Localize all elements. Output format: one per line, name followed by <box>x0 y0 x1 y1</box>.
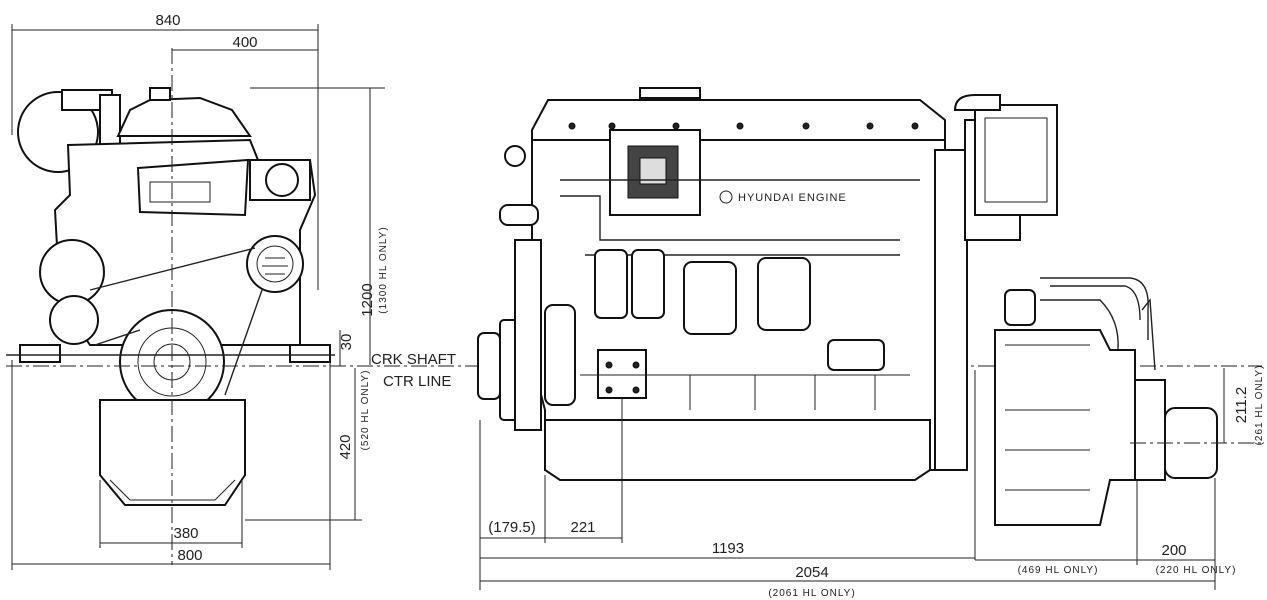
dim-211-hl-label: (261 HL ONLY) <box>1254 365 1265 446</box>
dim-30-label: 30 <box>338 334 355 351</box>
dim-2054-label: 2054 <box>795 564 828 581</box>
front-view: 840 400 <box>6 12 389 570</box>
dim-1200-label: 1200 <box>359 283 376 316</box>
dim-2054-hl-label: (2061 HL ONLY) <box>768 588 855 599</box>
dim-420: 420 (520 HL ONLY) <box>245 368 371 521</box>
dim-400-label: 400 <box>232 34 257 51</box>
dim-211: 211.2 (261 HL ONLY) <box>1223 365 1265 446</box>
dim-221: 221 <box>545 519 622 539</box>
dim-30: 30 <box>338 330 355 366</box>
dim-380-label: 380 <box>173 525 198 542</box>
dim-200-label: 200 <box>1161 542 1186 559</box>
dim-221-label: 221 <box>570 519 595 536</box>
dim-1200-hl-label: (1300 HL ONLY) <box>378 226 389 313</box>
dim-840-label: 840 <box>155 12 180 29</box>
side-view: HYUNDAI ENGINE <box>477 87 1265 599</box>
dim-1200: 1200 (1300 HL ONLY) <box>250 87 389 365</box>
dim-1193-label: 1193 <box>712 540 744 557</box>
dim-800: 800 <box>11 360 331 570</box>
side-engine-body: HYUNDAI ENGINE <box>477 87 1218 526</box>
brand-label: HYUNDAI ENGINE <box>738 192 847 204</box>
crank-label-line2: CTR LINE <box>383 373 451 390</box>
dim-179: (179.5) <box>480 519 545 539</box>
side-extension-lines <box>479 370 1216 590</box>
front-engine-body <box>6 87 335 506</box>
dim-380: 380 <box>99 480 243 548</box>
dim-200: 200 (220 HL ONLY) <box>1137 542 1237 576</box>
dim-211-label: 211.2 <box>1233 387 1250 423</box>
dim-420-hl-label: (520 HL ONLY) <box>360 370 371 451</box>
dim-840: 840 <box>11 12 319 290</box>
dim-800-label: 800 <box>177 547 202 564</box>
dim-420-label: 420 <box>337 434 354 459</box>
crank-label-line1: CRK SHAFT <box>371 351 456 368</box>
dim-469: (469 HL ONLY) <box>975 559 1137 576</box>
dim-469-hl-label: (469 HL ONLY) <box>1018 565 1099 576</box>
dim-1193: 1193 <box>480 540 975 559</box>
dim-200-hl-label: (220 HL ONLY) <box>1156 565 1237 576</box>
dim-400: 400 <box>172 34 318 51</box>
dim-2054: 2054 (2061 HL ONLY) <box>480 564 1215 599</box>
dim-179-label: (179.5) <box>488 519 536 536</box>
